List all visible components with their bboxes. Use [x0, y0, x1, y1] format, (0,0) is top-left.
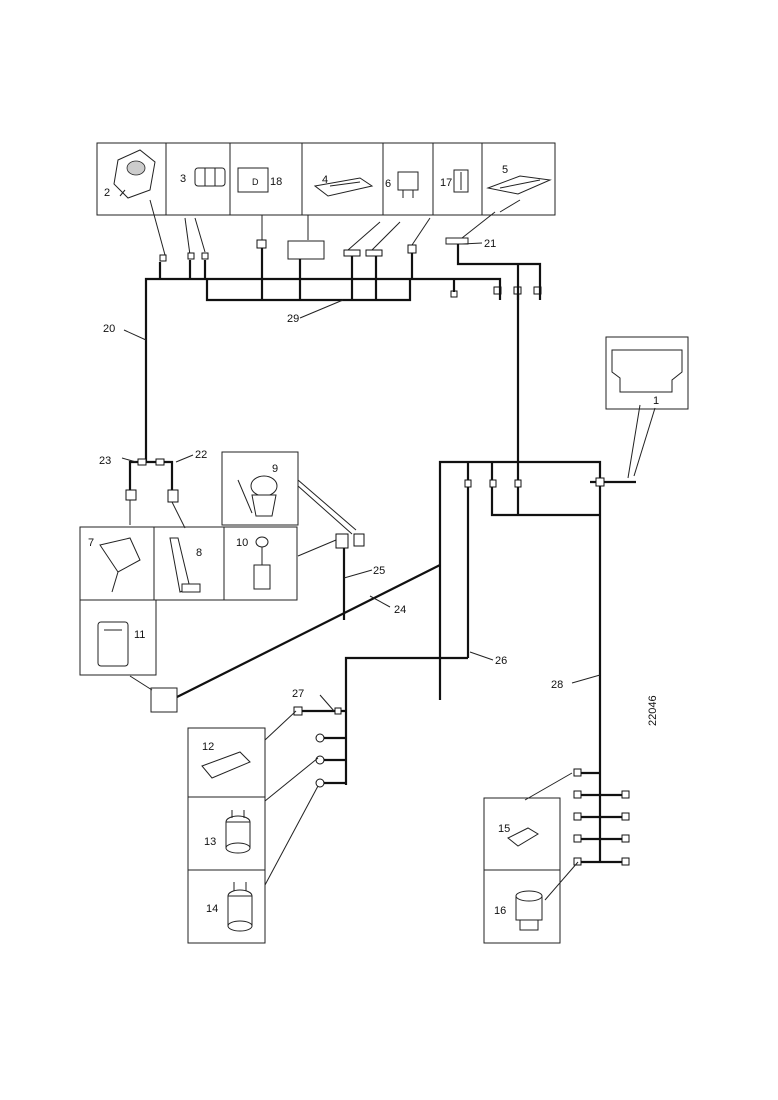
label-21: 21	[484, 238, 496, 250]
label-4: 4	[322, 174, 328, 186]
component-18: D 18	[237, 167, 282, 193]
component-7: 7	[88, 537, 141, 593]
harness-connectors	[125, 458, 630, 866]
wire-leaders	[121, 242, 601, 712]
label-25: 25	[373, 565, 385, 577]
label-3: 3	[180, 173, 186, 185]
label-24: 24	[394, 604, 406, 616]
component-1: 1	[605, 336, 689, 479]
component-14: 14	[206, 882, 253, 932]
label-27: 27	[292, 688, 304, 700]
label-15: 15	[498, 823, 510, 835]
label-16: 16	[494, 905, 506, 917]
component-2: 2	[104, 149, 156, 199]
component-13: 13	[204, 810, 251, 854]
label-7: 7	[88, 537, 94, 549]
component-12: 12	[201, 741, 251, 779]
wire-numbers: 20 21 22 23 24 25 26 27 28 29	[99, 238, 563, 700]
label-12: 12	[202, 741, 214, 753]
label-14: 14	[206, 903, 218, 915]
label-9: 9	[272, 463, 278, 475]
component-3: 3	[180, 167, 226, 187]
label-8: 8	[196, 547, 202, 559]
component-4: 4	[313, 174, 374, 197]
label-5: 5	[502, 164, 508, 176]
label-10: 10	[236, 537, 248, 549]
component-9: 9	[221, 451, 357, 535]
label-1: 1	[653, 395, 659, 407]
label-23: 23	[99, 455, 111, 467]
component-group-7-8-10: 7 8 10	[79, 500, 337, 601]
label-18: 18	[270, 176, 282, 188]
label-26: 26	[495, 655, 507, 667]
component-17: 17	[440, 169, 469, 193]
component-8: 8	[169, 537, 202, 593]
label-22: 22	[195, 449, 207, 461]
component-group-15-16: 15 16	[483, 772, 579, 944]
label-29: 29	[287, 313, 299, 325]
top-leader-lines	[149, 199, 521, 256]
label-20: 20	[103, 323, 115, 335]
component-16: 16	[494, 890, 543, 931]
drawing-reference-number: 22046	[647, 695, 659, 726]
top-connectors	[159, 237, 542, 298]
label-13: 13	[204, 836, 216, 848]
component-15: 15	[498, 823, 539, 847]
label-11: 11	[134, 629, 145, 641]
component-group-12-13-14: 12 13 14	[187, 710, 319, 944]
label-2: 2	[104, 187, 110, 199]
component-5: 5	[486, 164, 552, 195]
svg-text:D: D	[252, 177, 259, 187]
component-10: 10	[236, 536, 271, 590]
top-component-strip: 2 3 D 18 4 6	[96, 142, 556, 216]
component-11: 11	[79, 599, 157, 691]
label-17: 17	[440, 177, 452, 189]
component-6: 6	[385, 171, 419, 198]
label-28: 28	[551, 679, 563, 691]
label-6: 6	[385, 178, 391, 190]
